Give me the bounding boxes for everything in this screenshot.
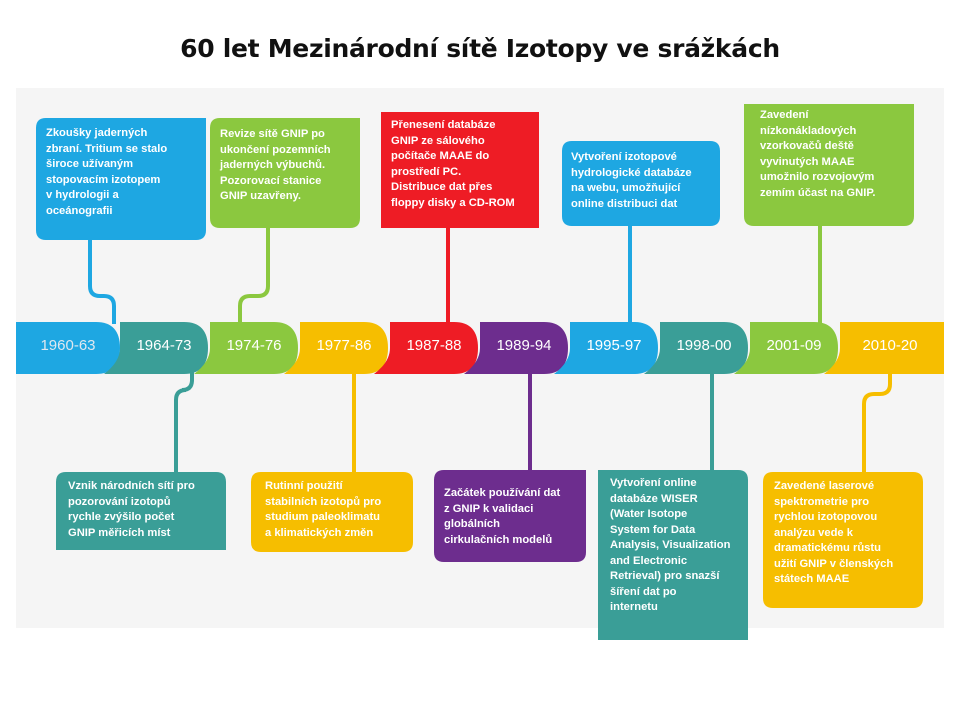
event-text-line: šíření dat po	[610, 585, 677, 598]
event-text-line: a klimatických změn	[265, 526, 374, 539]
event-text-line: GNIP ze sálového	[391, 134, 485, 147]
event-box-2001-09: Zavedení nízkonákladových vzorkovačů deš…	[744, 104, 914, 226]
event-text-line: v hydrologii a	[46, 189, 119, 201]
event-text-line: rychle zvýšilo počet	[68, 511, 175, 523]
timeline-label: 1998-00	[676, 337, 732, 354]
event-text-line: stabilních izotopů pro	[265, 495, 382, 508]
event-box-1977-86: Rutinní použití stabilních izotopů pro s…	[251, 472, 413, 552]
event-text-line: vzorkovačů deště	[760, 140, 854, 152]
event-text-line: spektrometrie pro	[774, 495, 870, 508]
connector-1960-63	[88, 240, 116, 324]
timeline-label: 1995-97	[586, 337, 642, 354]
event-text-line: Retrieval) pro snazší	[610, 570, 720, 582]
event-text-line: počítače MAAE do	[391, 150, 490, 162]
event-text-line: globálních	[444, 518, 500, 530]
event-text-line: online distribuci dat	[571, 197, 678, 210]
event-text-line: vyvinutých MAAE	[760, 155, 855, 168]
event-text-line: prostředí PC.	[391, 165, 462, 178]
event-text-line: široce užívaným	[46, 158, 134, 170]
event-text-line: ukončení pozemních	[220, 143, 331, 156]
event-box-1998-00: Vytvoření online databáze WISER (Water I…	[598, 470, 748, 640]
event-text-line: and Electronic	[610, 554, 688, 567]
event-box-1989-94: Začátek používání dat z GNIP k validaci …	[434, 470, 586, 562]
event-text-line: Distribuce dat přes	[391, 181, 493, 193]
timeline-segment-1964-73: 1964-73	[104, 322, 208, 374]
connector-2010-20	[862, 372, 892, 472]
timeline-label: 1987-88	[406, 337, 462, 354]
event-text-line: Zavedení	[760, 109, 809, 121]
event-text-line: z GNIP k validaci	[444, 502, 534, 515]
connector-1974-76	[238, 228, 270, 324]
timeline-segment-1998-00: 1998-00	[644, 322, 748, 374]
event-text-line: umožnilo rozvojovým	[760, 171, 875, 183]
timeline-label: 1964-73	[136, 337, 192, 354]
connector-1964-73	[174, 372, 194, 478]
event-text-line: Analysis, Visualization	[610, 539, 731, 551]
event-box-2010-20: Zavedené laserové spektrometrie pro rych…	[763, 472, 923, 608]
event-text-line: Revize sítě GNIP po	[220, 128, 325, 140]
timeline-label: 1977-86	[316, 337, 372, 354]
timeline-segment-1960-63: 1960-63	[16, 322, 120, 374]
event-text-line: (Water Isotope	[610, 508, 688, 520]
event-text-line: Pozorovací stanice	[220, 174, 322, 187]
event-text-line: státech MAAE	[774, 573, 850, 585]
event-text-line: Zavedené laserové	[774, 480, 875, 492]
event-text-line: hydrologické databáze	[571, 166, 692, 179]
event-text-line: rychlou izotopovou	[774, 511, 878, 523]
event-text-line: oceánografii	[46, 204, 113, 217]
event-text-line: Vytvoření izotopové	[571, 151, 677, 163]
event-text-line: Vznik národních sítí pro	[68, 480, 195, 492]
event-box-1995-97: Vytvoření izotopové hydrologické databáz…	[562, 141, 720, 226]
timeline-segment-1995-97: 1995-97	[554, 322, 658, 374]
event-text-line: databáze WISER	[610, 492, 698, 505]
event-text-line: Zkoušky jaderných	[46, 127, 148, 139]
timeline-segment-2010-20: 2010-20	[824, 322, 944, 374]
event-text-line: zemím účast na GNIP.	[760, 186, 876, 199]
event-text-line: jaderných výbuchů.	[220, 159, 326, 171]
timeline-label: 2010-20	[862, 337, 918, 354]
event-text-line: pozorování izotopů	[68, 495, 171, 508]
event-text-line: internetu	[610, 601, 658, 613]
page-title: 60 let Mezinárodní sítě Izotopy ve srážk…	[180, 34, 780, 63]
event-text-line: studium paleoklimatu	[265, 511, 380, 523]
event-text-line: GNIP uzavřeny.	[220, 190, 302, 202]
event-box-1960-63: Zkoušky jaderných zbraní. Tritium se sta…	[36, 118, 206, 240]
event-text-line: užití GNIP v členských	[774, 557, 894, 570]
timeline-segment-1987-88: 1987-88	[374, 322, 478, 374]
timeline-label: 1974-76	[226, 337, 282, 354]
event-text-line: Rutinní použití	[265, 480, 343, 492]
event-text-line: System for Data	[610, 523, 696, 536]
timeline-segment-1989-94: 1989-94	[464, 322, 568, 374]
event-text-line: Vytvoření online	[610, 477, 697, 489]
timeline-segment-1977-86: 1977-86	[284, 322, 388, 374]
event-text-line: zbraní. Tritium se stalo	[46, 142, 168, 155]
event-text-line: Začátek používání dat	[444, 487, 561, 499]
event-box-1964-73: Vznik národních sítí pro pozorování izot…	[56, 472, 226, 550]
event-text-line: GNIP měřicích míst	[68, 526, 171, 539]
timeline-label: 1960-63	[40, 337, 96, 354]
event-text-line: analýzu vede k	[774, 526, 853, 539]
event-text-line: nízkonákladových	[760, 124, 857, 137]
event-text-line: dramatickému růstu	[774, 542, 881, 554]
event-text-line: na webu, umožňující	[571, 182, 681, 194]
event-text-line: Přenesení databáze	[391, 119, 496, 131]
event-text-line: cirkulačních modelů	[444, 533, 553, 546]
timeline-segment-1974-76: 1974-76	[194, 322, 298, 374]
event-box-1974-76: Revize sítě GNIP po ukončení pozemních j…	[210, 118, 360, 228]
event-text-line: stopovacím izotopem	[46, 173, 161, 186]
timeline-segment-2001-09: 2001-09	[734, 322, 838, 374]
event-text-line: floppy disky a CD-ROM	[391, 196, 515, 209]
event-box-1987-88: Přenesení databáze GNIP ze sálového počí…	[381, 112, 539, 228]
timeline-label: 2001-09	[766, 337, 822, 354]
timeline-label: 1989-94	[496, 337, 552, 354]
